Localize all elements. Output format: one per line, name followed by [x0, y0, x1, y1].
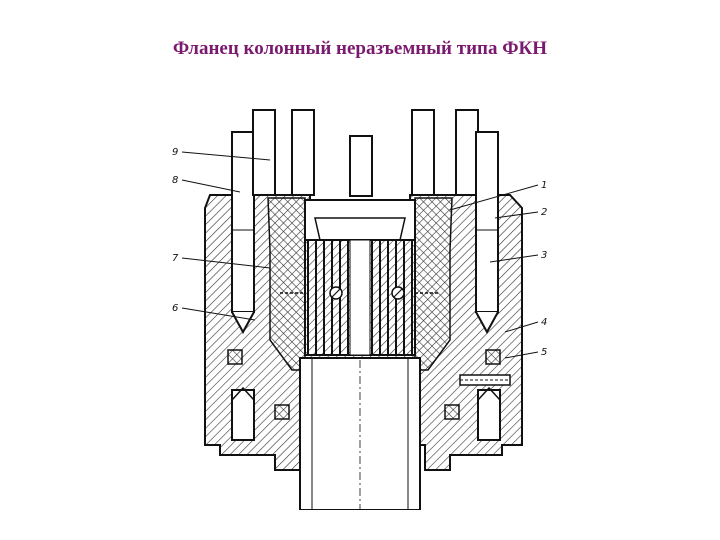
stud-mid-right [455, 109, 479, 196]
stud-mid-left [252, 109, 276, 196]
studs [231, 109, 499, 335]
stud-inner-right [411, 109, 435, 196]
casing-pipe [299, 357, 421, 510]
stud-outer-left [231, 131, 255, 335]
stud-inner-left [291, 109, 315, 196]
callout-2: 2 [541, 207, 547, 218]
callouts-right: 1 2 3 4 5 [541, 180, 547, 358]
central-bore [280, 199, 440, 356]
callout-3: 3 [541, 250, 547, 261]
leader-lines [181, 151, 539, 359]
callout-8: 8 [172, 175, 178, 186]
callout-5: 5 [541, 347, 547, 358]
bottom-bolts [231, 386, 501, 441]
callout-4: 4 [541, 317, 547, 328]
callout-1: 1 [541, 180, 547, 191]
stud-center [349, 135, 373, 197]
seal-rings [227, 349, 501, 420]
left-slip-cone [267, 197, 306, 371]
callouts-left: 9 8 7 6 [172, 147, 179, 314]
side-port [459, 374, 511, 386]
flange-cross-section-drawing: 9 8 7 6 1 2 3 4 5 [172, 109, 547, 510]
slide-title: Фланец колонный неразъемный типа ФКН [172, 38, 548, 59]
callout-6: 6 [172, 303, 178, 314]
callout-9: 9 [172, 147, 178, 158]
right-slip-cone [414, 197, 453, 371]
callout-7: 7 [172, 253, 179, 264]
stud-outer-right [475, 131, 499, 335]
